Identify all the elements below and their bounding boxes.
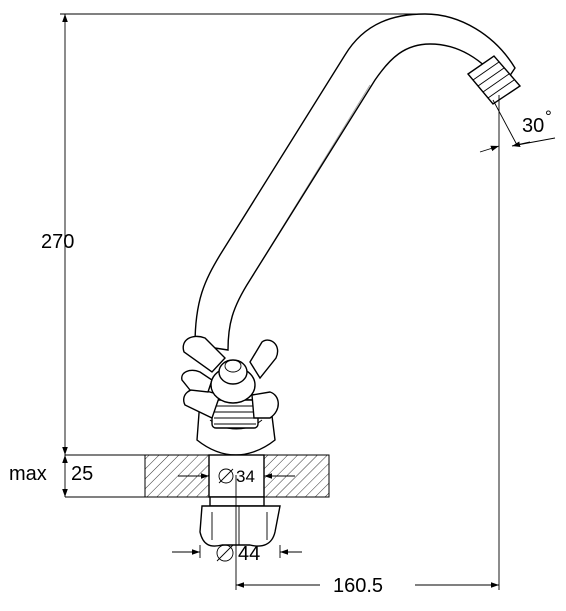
reach-dimension-label: 160.5 — [333, 575, 383, 597]
angle-dimension-label: 30 — [522, 115, 544, 137]
thickness-max-label: max — [9, 463, 47, 485]
height-dimension: 270 — [41, 13, 425, 455]
spout — [194, 13, 516, 351]
diameter-icon — [216, 544, 234, 562]
nut-diameter-label: 44 — [238, 543, 260, 565]
reach-dimension: 160.5 — [236, 95, 500, 597]
fixing-nut — [199, 505, 281, 547]
hole-diameter-dimension: 34 — [178, 467, 295, 486]
aerator — [466, 55, 522, 105]
degree-mark: ° — [545, 107, 552, 126]
hole-diameter-label: 34 — [236, 467, 255, 486]
nut-diameter-dimension: 44 — [172, 543, 302, 565]
height-dimension-label: 270 — [41, 231, 74, 253]
thickness-dimension: max 25 — [9, 455, 93, 497]
angle-dimension: 30 ° — [479, 99, 556, 153]
tap-body — [196, 399, 276, 456]
diameter-icon — [218, 468, 234, 484]
thickness-dimension-label: 25 — [71, 463, 93, 485]
cross-handle — [181, 335, 279, 419]
